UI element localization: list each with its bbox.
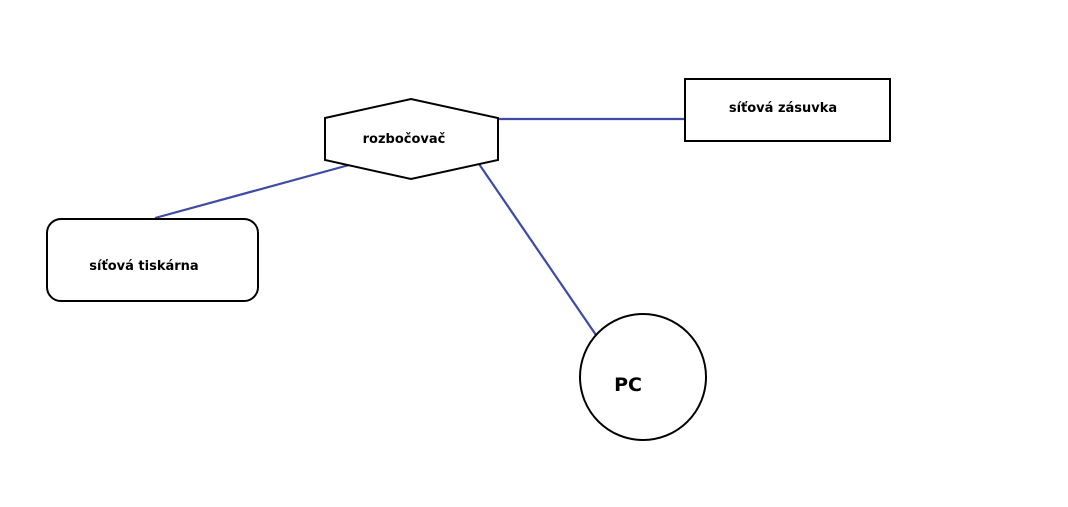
pc-node: PC [579, 313, 707, 441]
link-hub-pc [478, 163, 597, 336]
hub-hexagon [324, 97, 499, 181]
hub-node: rozbočovač [324, 97, 499, 181]
outlet-rectangle [684, 78, 891, 142]
outlet-label: síťová zásuvka [729, 101, 837, 116]
printer-label: síťová tiskárna [89, 259, 198, 274]
link-hub-printer [154, 163, 350, 220]
printer-node: síťová tiskárna [46, 218, 259, 302]
printer-rounded-rectangle [46, 218, 259, 302]
hub-label: rozbočovač [363, 132, 446, 147]
pc-label: PC [614, 374, 642, 396]
outlet-node: síťová zásuvka [684, 78, 891, 142]
pc-circle [579, 313, 707, 441]
